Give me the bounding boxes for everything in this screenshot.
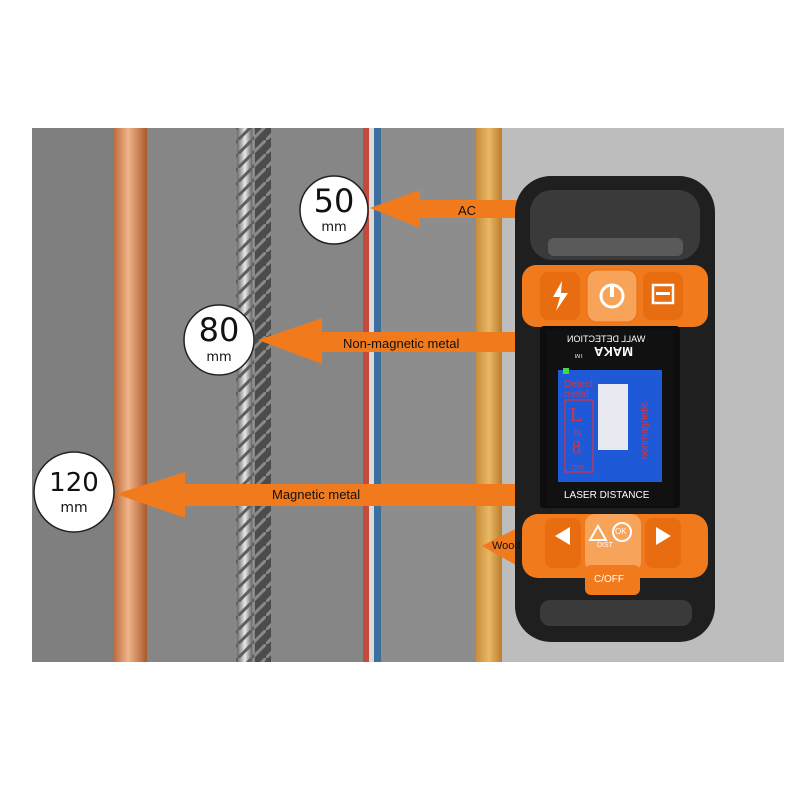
ok-label: OK xyxy=(615,527,627,536)
screen-detect: Detect metal xyxy=(564,379,593,400)
screen-header: WALL DETECTION xyxy=(567,334,646,344)
level-icon xyxy=(651,283,675,305)
distance-circle-80 xyxy=(183,304,255,376)
label-magnetic-metal: Magnetic metal xyxy=(272,487,361,502)
distance-unit-120: mm xyxy=(60,500,88,516)
ok-icon xyxy=(612,522,632,542)
white-panel xyxy=(32,662,784,760)
copper-pipe xyxy=(113,128,147,662)
distance-unit-50: mm xyxy=(321,220,347,235)
mode-button[interactable] xyxy=(643,272,683,320)
dist-label: DIST xyxy=(597,542,613,549)
dist-ok-button[interactable] xyxy=(585,514,641,572)
distance-circle-120 xyxy=(33,451,115,533)
left-arrow-icon xyxy=(555,527,570,545)
rebar-dark xyxy=(255,128,271,662)
distance-value-50: 50 xyxy=(313,182,355,220)
screen-letter: L xyxy=(570,404,583,426)
c-off-button[interactable] xyxy=(585,565,640,595)
rebar-light xyxy=(236,128,254,662)
wire-blue xyxy=(374,128,381,662)
distance-value-80: 80 xyxy=(198,311,240,349)
distance-unit-80: mm xyxy=(206,350,232,365)
label-non-magnetic-metal: Non-magnetic metal xyxy=(343,336,460,351)
lightning-icon xyxy=(553,281,568,311)
screen-number: 8 xyxy=(572,437,581,457)
left-button[interactable] xyxy=(545,518,581,568)
label-ac: AC xyxy=(458,203,477,218)
c-off-label: C/OFF xyxy=(594,574,624,585)
battery-icon xyxy=(563,368,569,374)
metal-indicator xyxy=(598,384,628,450)
right-button[interactable] xyxy=(645,518,681,568)
wire-red xyxy=(363,128,369,662)
screen-footer: LASER DISTANCE xyxy=(564,490,650,501)
right-arrow-icon xyxy=(656,527,671,545)
screen-cm: cm xyxy=(572,462,584,472)
screen-tm: TM xyxy=(575,352,584,358)
screen-brand: MAKA xyxy=(594,344,633,359)
distance-value-120: 120 xyxy=(49,468,99,498)
screen-side-label: nonmagnetic xyxy=(639,401,651,460)
distance-circle-50 xyxy=(299,175,369,245)
label-wood: Wood xyxy=(492,540,521,552)
screen-is: is xyxy=(574,428,582,439)
